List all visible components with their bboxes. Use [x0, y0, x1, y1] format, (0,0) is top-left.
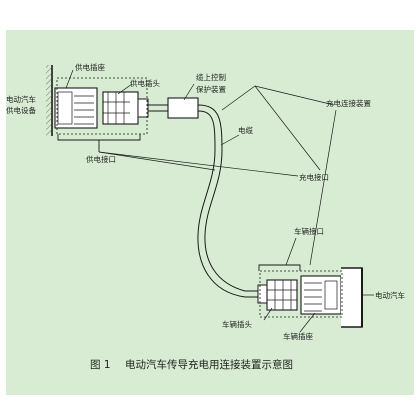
label-supply-equipment-line2: 供电设备	[6, 105, 36, 115]
figure-caption: 图 1 电动汽车传导充电用连接装置示意图	[90, 358, 293, 371]
supply-wall	[46, 65, 53, 136]
label-supply-interface: 供电接口	[86, 154, 116, 164]
supply-plug	[102, 91, 149, 125]
label-vehicle-interface: 车辆接口	[294, 226, 324, 236]
vehicle-plug	[257, 279, 298, 311]
label-incable-control-line1: 缆上控制	[196, 72, 226, 82]
leader-lines	[65, 69, 374, 333]
label-cable: 电缆	[238, 125, 253, 135]
supply-interface-frame	[56, 77, 148, 135]
label-charging-connection-device: 充电连接装置	[326, 98, 371, 108]
label-incable-control-line2: 保护装置	[196, 84, 226, 94]
vehicle-socket	[300, 275, 342, 315]
label-vehicle-socket: 车辆插座	[283, 331, 313, 341]
supply-socket	[54, 87, 98, 129]
label-supply-plug: 供电插头	[130, 78, 160, 88]
label-electric-vehicle: 电动汽车	[375, 290, 405, 300]
label-charging-interface: 充电接口	[299, 172, 329, 182]
vehicle-interface-frame	[259, 270, 343, 318]
label-supply-equipment-line1: 电动汽车	[6, 94, 36, 104]
label-vehicle-plug: 车辆插头	[222, 319, 252, 329]
caption-title: 电动汽车传导充电用连接装置示意图	[125, 358, 293, 371]
incable-control-box	[167, 97, 199, 119]
cable-upper	[148, 104, 168, 112]
vehicle-interface-bracket	[258, 264, 301, 271]
caption-figure-number: 图 1	[90, 359, 111, 371]
electric-vehicle-body	[341, 267, 363, 328]
labels: 电动汽车 供电设备 供电插座 供电插头 缆上控制 保护装置 充电连接装置 电缆 …	[6, 62, 405, 341]
label-supply-socket: 供电插座	[75, 62, 105, 72]
supply-interface-bracket	[57, 134, 141, 152]
cable	[197, 104, 260, 298]
